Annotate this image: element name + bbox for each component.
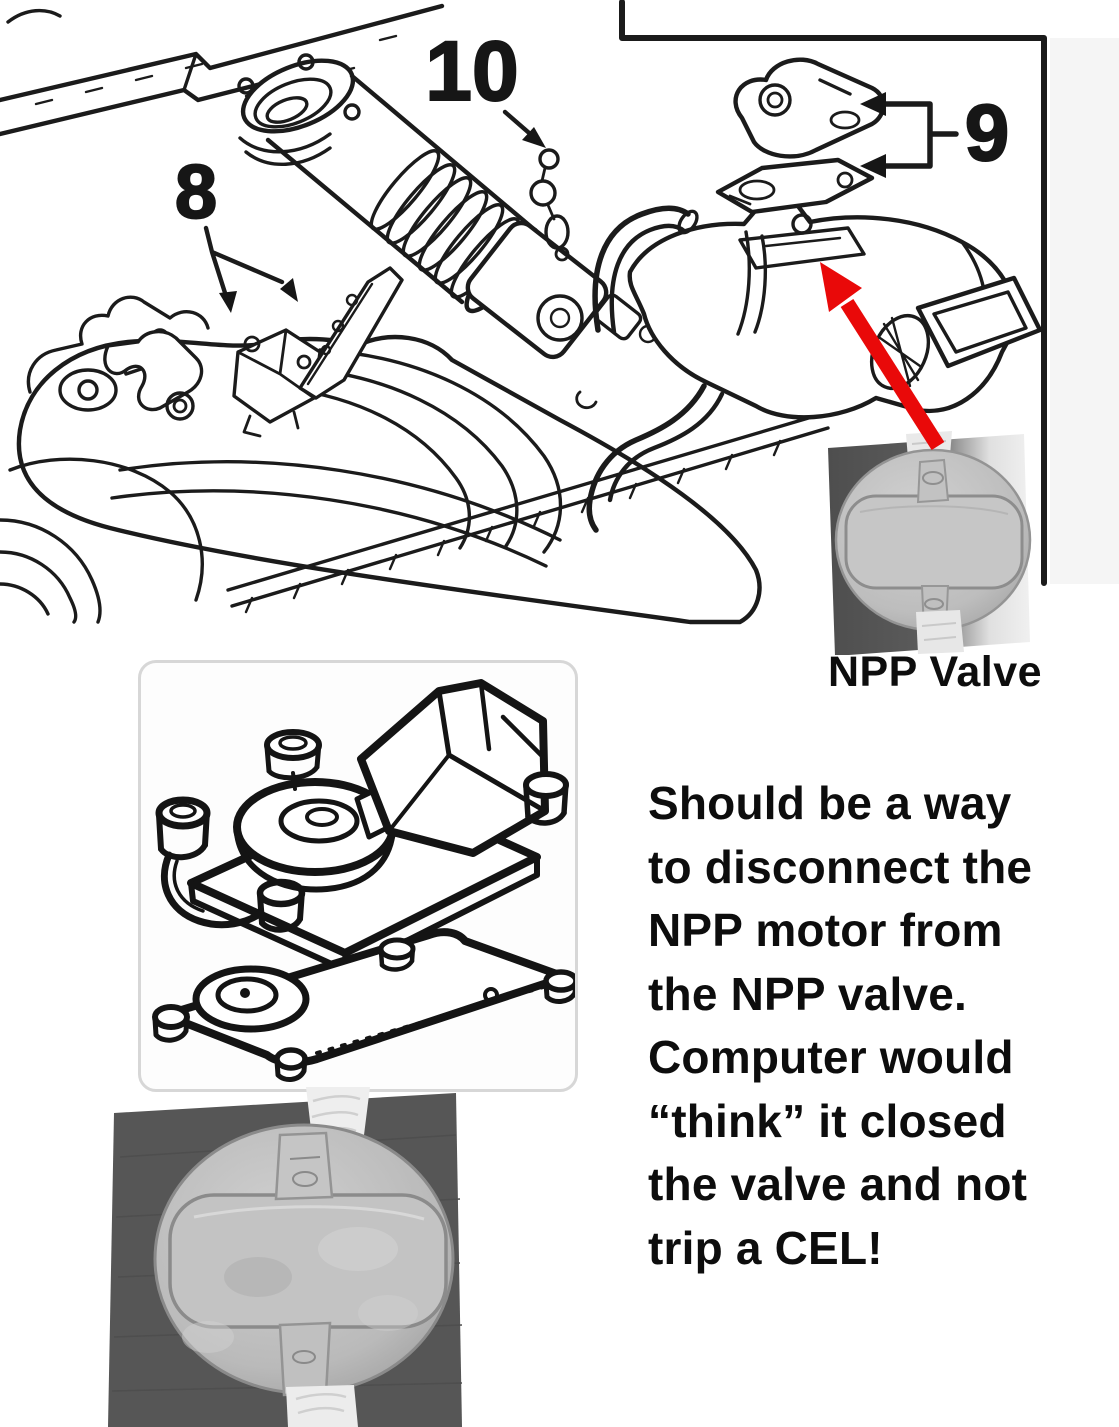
red-arrow-shaft bbox=[840, 298, 945, 451]
npp-valve-photo-large bbox=[108, 1087, 613, 1427]
callout-10: 10 bbox=[424, 23, 546, 148]
callout-10-label: 10 bbox=[425, 24, 518, 118]
red-arrow bbox=[820, 262, 945, 451]
fuel-tank bbox=[627, 197, 1043, 420]
intake-manifold bbox=[0, 295, 830, 625]
npp-motor-exploded-drawing bbox=[152, 679, 575, 1082]
hose-bottom bbox=[286, 1385, 358, 1427]
callout-9: 9 bbox=[860, 87, 1010, 178]
vent-pipe bbox=[586, 383, 725, 533]
callout-9-label: 9 bbox=[965, 88, 1010, 177]
engine-cover bbox=[0, 3, 445, 137]
diagram-frame-edge bbox=[619, 0, 1047, 586]
side-panel bbox=[1050, 38, 1119, 584]
u-tube bbox=[592, 205, 699, 335]
callout-8: 8 bbox=[174, 149, 298, 313]
callout-8-label: 8 bbox=[175, 150, 217, 235]
red-arrow-head bbox=[820, 262, 862, 312]
part-9-components bbox=[715, 57, 886, 215]
annotation-text: Should be a way to disconnect the NPP mo… bbox=[648, 777, 1033, 1274]
part-10-component bbox=[529, 148, 570, 262]
npp-motor-drawing-frame bbox=[138, 660, 578, 1092]
parts-diagram: 8 10 9 bbox=[0, 0, 1119, 655]
intake-tube bbox=[237, 53, 658, 360]
part-8-components bbox=[103, 266, 404, 438]
npp-valve-photo-small bbox=[828, 431, 1032, 655]
npp-valve-caption: NPP Valve bbox=[827, 648, 1043, 696]
